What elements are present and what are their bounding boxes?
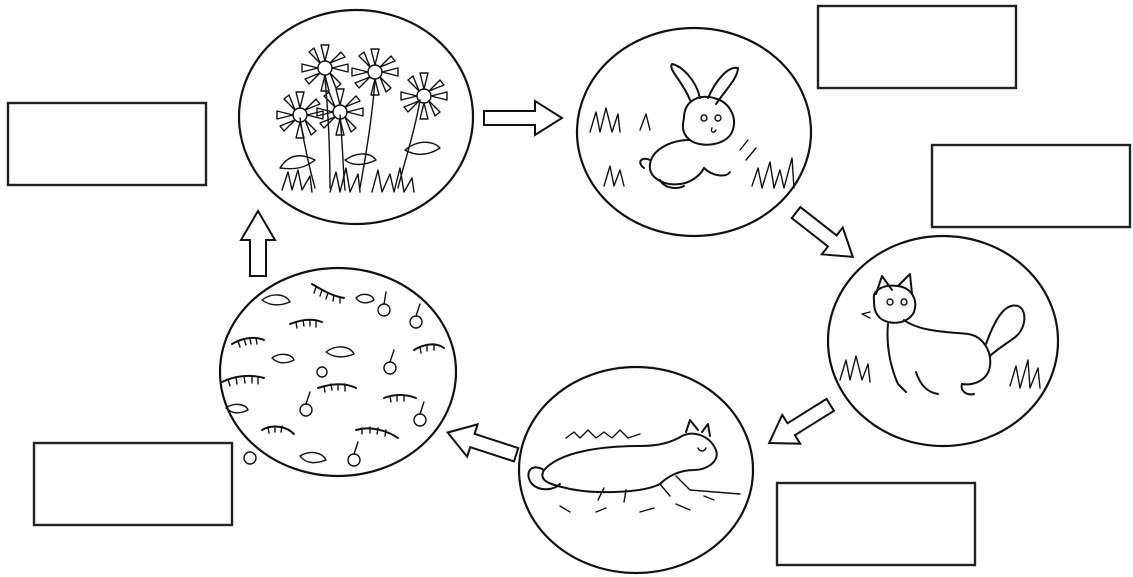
stage-plants (239, 10, 473, 224)
stage-decomposers (220, 268, 456, 476)
arrow-decomposers-to-plants (241, 211, 275, 276)
label-box-plants[interactable] (8, 103, 206, 185)
label-box-dead-fox[interactable] (777, 483, 975, 565)
label-box-rabbit[interactable] (818, 6, 1016, 88)
arrow-fox-to-dead-fox (760, 390, 839, 457)
label-box-fox[interactable] (932, 145, 1130, 227)
arrow-plants-to-rabbit (484, 101, 562, 135)
stage-fox (828, 236, 1058, 446)
stage-rabbit (577, 28, 811, 236)
arrow-rabbit-to-fox (786, 199, 864, 270)
stage-dead-fox (519, 367, 753, 573)
arrow-dead-fox-to-decomposers (442, 416, 521, 471)
label-box-decomposers[interactable] (34, 443, 232, 525)
